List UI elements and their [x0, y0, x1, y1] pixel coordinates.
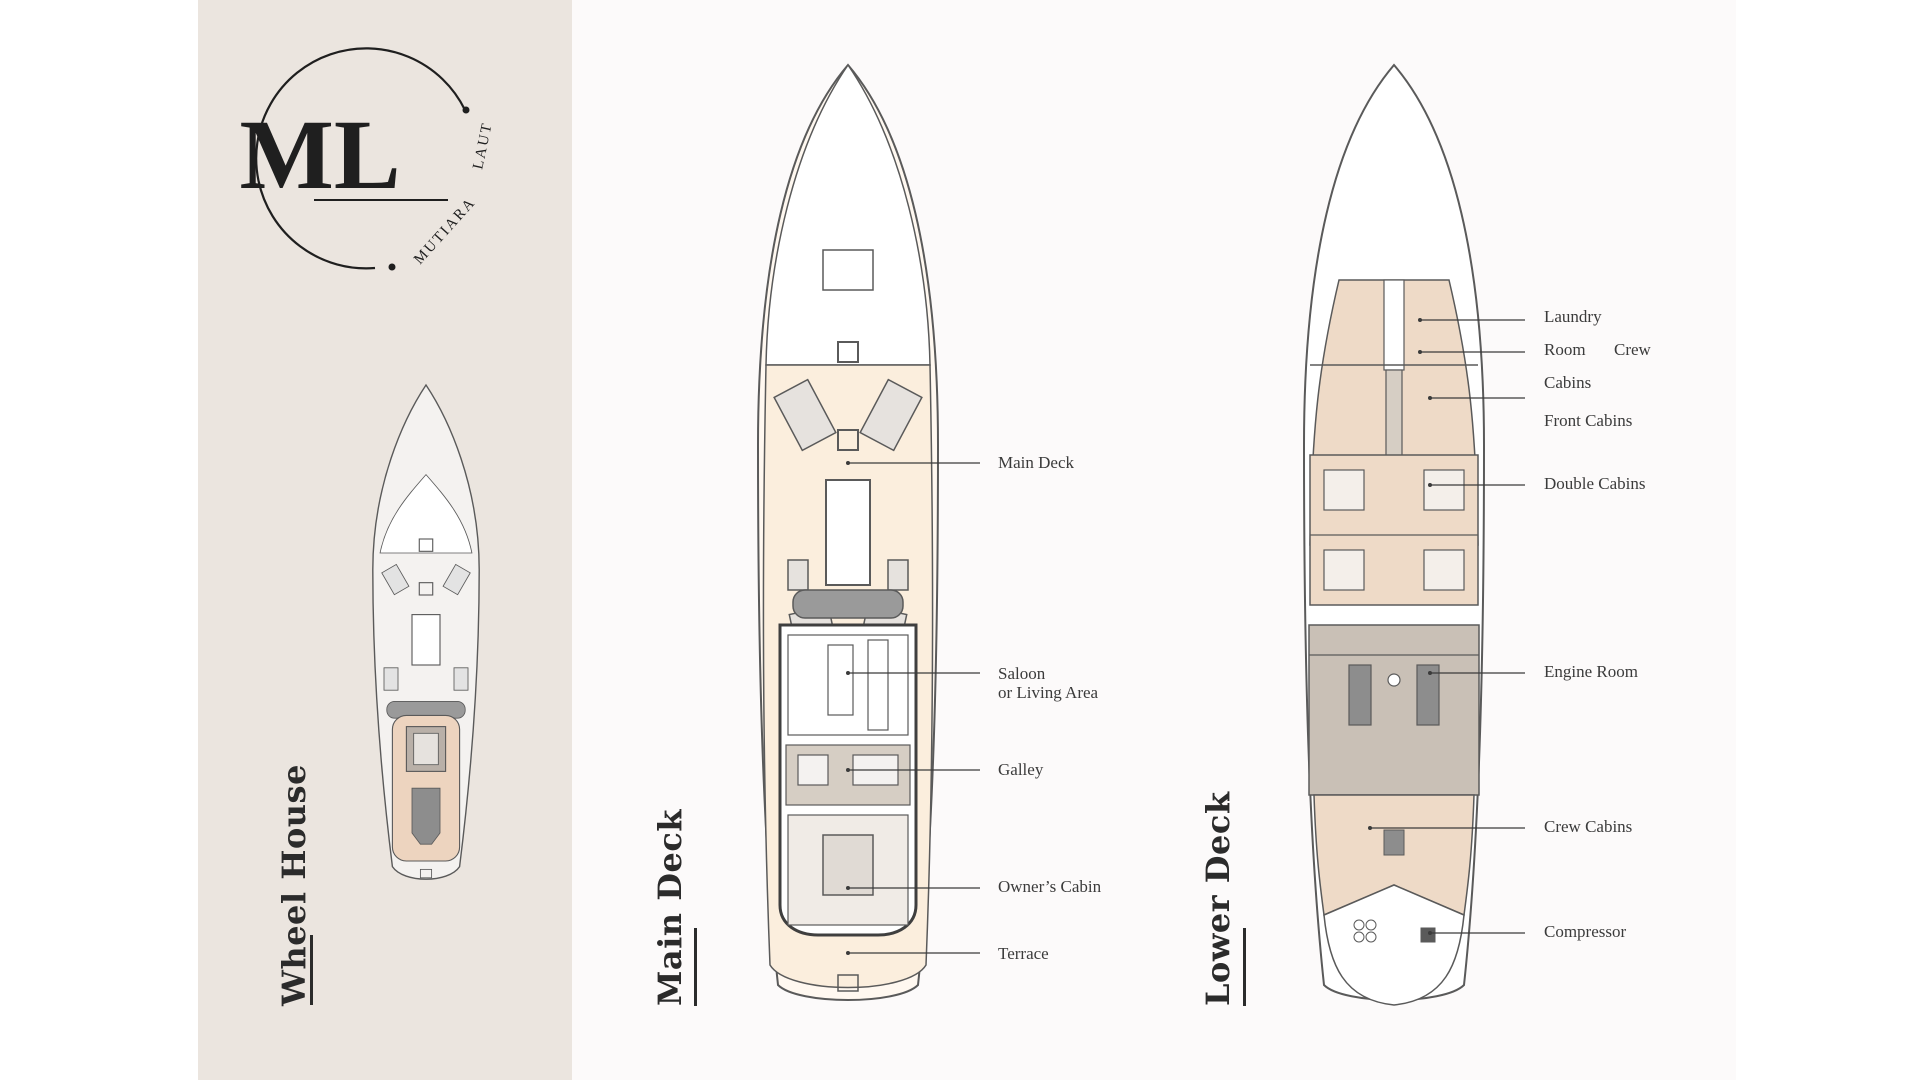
label-room: Room	[1544, 340, 1586, 359]
label-compressor: Compressor	[1544, 922, 1627, 941]
label-owners-cabin: Owner’s Cabin	[998, 877, 1102, 896]
main-deck-title-bar	[694, 928, 697, 1006]
label-crew: Crew	[1614, 340, 1651, 359]
lower-deck-plan	[1302, 63, 1486, 1006]
compressor-unit	[1420, 927, 1436, 943]
logo-dot	[388, 263, 396, 271]
lower-deck-title: Lower Deck	[1199, 791, 1237, 1006]
label-crew-cabins: Crew Cabins	[1544, 817, 1633, 836]
wheel-house-plan	[372, 383, 480, 880]
logo-name-line1: MUTIARA	[411, 195, 479, 268]
label-terrace: Terrace	[998, 944, 1049, 963]
main-deck-plan	[756, 63, 940, 1001]
label-saloon-living-area: or Living Area	[998, 683, 1099, 702]
label-front-cabins: Front Cabins	[1544, 411, 1633, 430]
label-cabins: Cabins	[1544, 373, 1592, 392]
label-galley: Galley	[998, 760, 1044, 779]
callout-dots	[846, 318, 1432, 955]
engine-room-area	[1308, 624, 1480, 796]
logo-monogram: ML	[239, 99, 400, 210]
label-engine-room: Engine Room	[1544, 662, 1638, 681]
logo-name-line2: LAUT	[470, 121, 496, 171]
label-saloon: Saloon	[998, 664, 1046, 683]
label-double-cabins: Double Cabins	[1544, 474, 1646, 493]
saloon-area	[787, 634, 909, 736]
callout-lines	[848, 319, 1525, 954]
wheel-house-title-bar	[310, 935, 313, 1005]
lower-deck-title-bar	[1243, 928, 1246, 1006]
logo-dot	[462, 106, 470, 114]
label-main-deck: Main Deck	[998, 453, 1075, 472]
main-deck-title: Main Deck	[651, 809, 689, 1006]
label-laundry: Laundry	[1544, 307, 1602, 326]
mutiara-laut-logo: ML MUTIARA LAUT	[239, 47, 496, 271]
